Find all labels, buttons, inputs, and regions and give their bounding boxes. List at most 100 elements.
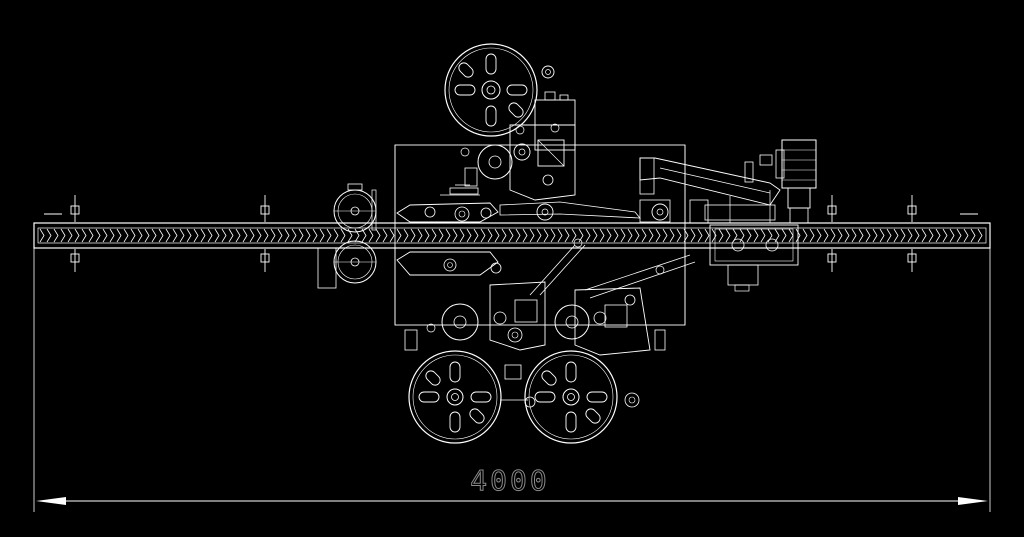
- guide-clamp: [827, 253, 837, 263]
- chain-link: [522, 228, 528, 243]
- chain-link: [179, 228, 185, 243]
- chain-link: [536, 228, 542, 243]
- chain-link: [186, 228, 192, 243]
- chain-link: [382, 228, 388, 243]
- motor-icon: [775, 139, 817, 224]
- chain-link: [214, 228, 220, 243]
- chain-link: [130, 228, 136, 243]
- chain-link: [627, 228, 633, 243]
- chain-link: [543, 228, 549, 243]
- chain-link: [648, 228, 654, 243]
- chain-link: [228, 228, 234, 243]
- chain-link: [529, 228, 535, 243]
- chain-link: [753, 228, 759, 243]
- chain-link: [487, 228, 493, 243]
- chain-link: [501, 228, 507, 243]
- conveyor-chain: [39, 228, 983, 243]
- chain-link: [480, 228, 486, 243]
- chain-link: [235, 228, 241, 243]
- chain-link: [123, 228, 129, 243]
- chain-link: [795, 228, 801, 243]
- chain-link: [669, 228, 675, 243]
- chain-link: [270, 228, 276, 243]
- chain-link: [326, 228, 332, 243]
- chain-link: [907, 228, 913, 243]
- chain-link: [676, 228, 682, 243]
- chain-link: [298, 228, 304, 243]
- chain-link: [102, 228, 108, 243]
- chain-link: [900, 228, 906, 243]
- chain-link: [452, 228, 458, 243]
- chain-link: [333, 228, 339, 243]
- chain-link: [872, 228, 878, 243]
- chain-link: [935, 228, 941, 243]
- guide-clamp: [907, 253, 917, 263]
- chain-link: [354, 228, 360, 243]
- chain-link: [956, 228, 962, 243]
- guide-clamp: [70, 253, 80, 263]
- chain-link: [46, 228, 52, 243]
- bottle-guide-icon: [333, 183, 377, 233]
- chain-link: [494, 228, 500, 243]
- chain-link: [312, 228, 318, 243]
- chain-link: [571, 228, 577, 243]
- chain-link: [249, 228, 255, 243]
- chain-link: [361, 228, 367, 243]
- chain-link: [893, 228, 899, 243]
- chain-link: [60, 228, 66, 243]
- chain-link: [88, 228, 94, 243]
- chain-link: [844, 228, 850, 243]
- chain-link: [865, 228, 871, 243]
- top-labeling-head: [396, 43, 776, 224]
- chain-link: [802, 228, 808, 243]
- guide-posts: [44, 195, 978, 272]
- chain-link: [725, 228, 731, 243]
- chain-link: [599, 228, 605, 243]
- chain-link: [445, 228, 451, 243]
- chain-link: [921, 228, 927, 243]
- chain-link: [823, 228, 829, 243]
- conveyor-belt: [33, 222, 991, 249]
- chain-link: [816, 228, 822, 243]
- chain-link: [144, 228, 150, 243]
- chain-link: [137, 228, 143, 243]
- chain-link: [368, 228, 374, 243]
- bottom-labeling-heads: [404, 281, 666, 444]
- chain-link: [109, 228, 115, 243]
- chain-link: [655, 228, 661, 243]
- chain-link: [403, 228, 409, 243]
- guide-clamp: [260, 253, 270, 263]
- chain-link: [746, 228, 752, 243]
- chain-link: [697, 228, 703, 243]
- chain-link: [116, 228, 122, 243]
- chain-link: [389, 228, 395, 243]
- chain-link: [242, 228, 248, 243]
- chain-link: [963, 228, 969, 243]
- chain-link: [788, 228, 794, 243]
- chain-link: [193, 228, 199, 243]
- chain-link: [557, 228, 563, 243]
- chain-link: [634, 228, 640, 243]
- chain-link: [690, 228, 696, 243]
- chain-link: [375, 228, 381, 243]
- drive-motor: [639, 139, 817, 224]
- chain-link: [165, 228, 171, 243]
- chain-link: [291, 228, 297, 243]
- chain-link: [284, 228, 290, 243]
- guide-clamp: [827, 205, 837, 215]
- chain-link: [851, 228, 857, 243]
- chain-link: [886, 228, 892, 243]
- chain-link: [151, 228, 157, 243]
- chain-link: [809, 228, 815, 243]
- dimension-line: 4000: [33, 248, 991, 512]
- guide-clamp: [260, 205, 270, 215]
- chain-link: [200, 228, 206, 243]
- chain-link: [942, 228, 948, 243]
- chain-link: [977, 228, 983, 243]
- chain-link: [172, 228, 178, 243]
- chain-link: [606, 228, 612, 243]
- dimension-arrow-icon: [36, 497, 988, 505]
- chain-link: [949, 228, 955, 243]
- chain-link: [970, 228, 976, 243]
- chain-link: [564, 228, 570, 243]
